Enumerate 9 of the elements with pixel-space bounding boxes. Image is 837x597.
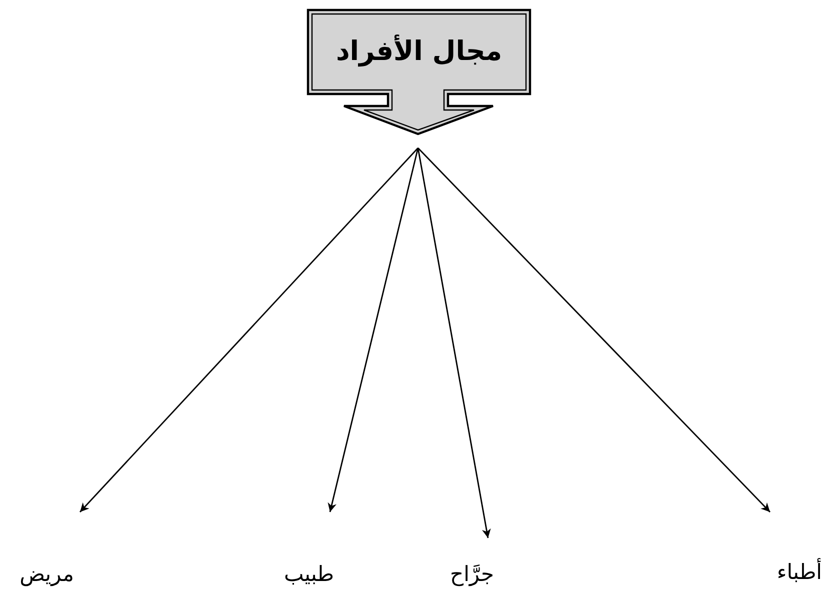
block-arrow: مجال الأفراد — [306, 8, 532, 136]
arrow — [418, 148, 770, 512]
category-label: مريض — [10, 562, 74, 592]
category-label: أطباء — [770, 560, 822, 592]
arrow — [328, 148, 419, 512]
arrow — [79, 148, 419, 512]
category-label: جرَّاح — [448, 562, 494, 592]
category-label: طبيب — [278, 562, 334, 592]
arrow — [417, 148, 491, 538]
